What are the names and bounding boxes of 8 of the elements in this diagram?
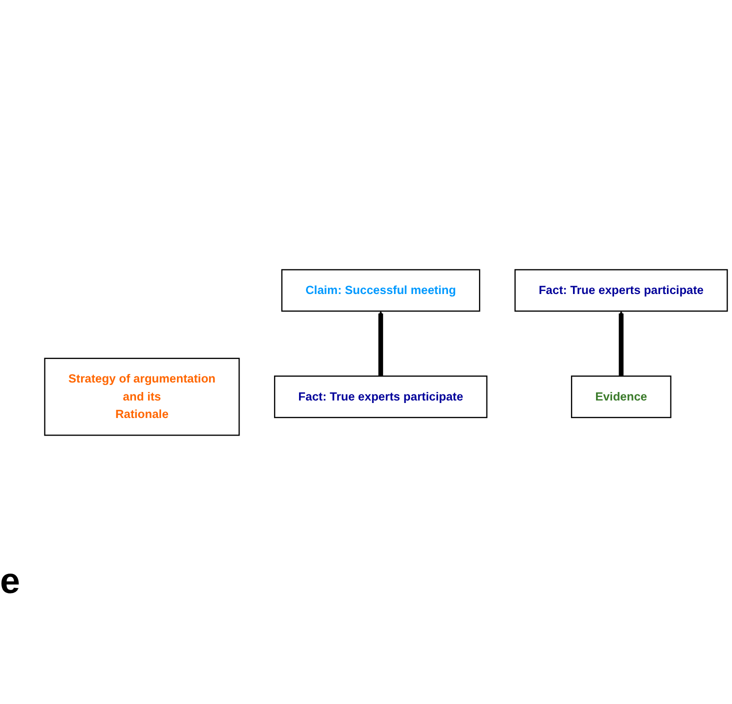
node-box: Fact: True experts participate bbox=[274, 375, 488, 418]
node-box: Fact: True experts participate bbox=[514, 268, 728, 312]
arrow bbox=[618, 310, 624, 376]
node-box: Evidence bbox=[570, 375, 672, 418]
node-box: Strategy of argumentation and its Rationale bbox=[44, 357, 240, 436]
text-fragment: e bbox=[0, 560, 20, 601]
arrow bbox=[378, 310, 384, 376]
node-box: Claim: Successful meeting bbox=[281, 268, 480, 312]
